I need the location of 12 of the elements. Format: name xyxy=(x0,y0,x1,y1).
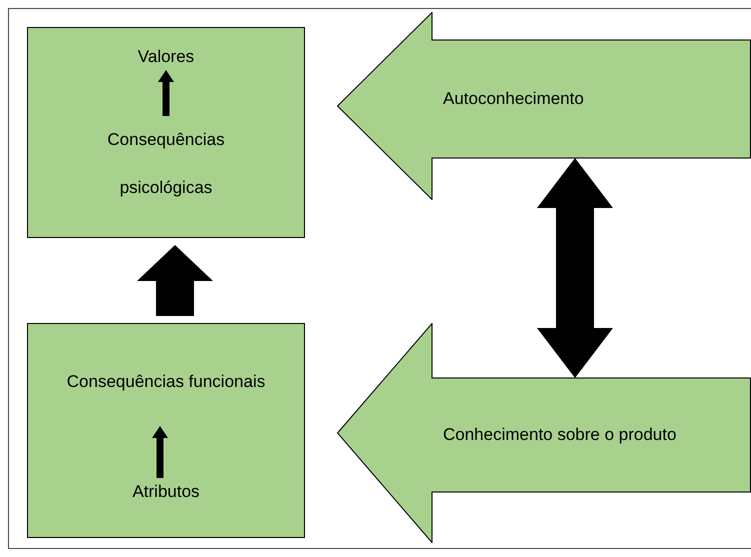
node-label: Valores xyxy=(138,46,194,68)
node-label: Consequências funcionais xyxy=(66,370,266,392)
group-box xyxy=(27,323,305,538)
group-box xyxy=(27,27,305,238)
arrow xyxy=(158,70,174,116)
node-label: Atributos xyxy=(132,481,200,503)
arrow-label: Autoconhecimento xyxy=(443,88,584,110)
arrow xyxy=(152,426,168,478)
arrow xyxy=(137,245,213,316)
node-label: Consequências psicológicas xyxy=(106,129,226,199)
arrow-label: Conhecimento sobre o produto xyxy=(443,424,676,446)
arrow xyxy=(537,158,613,378)
